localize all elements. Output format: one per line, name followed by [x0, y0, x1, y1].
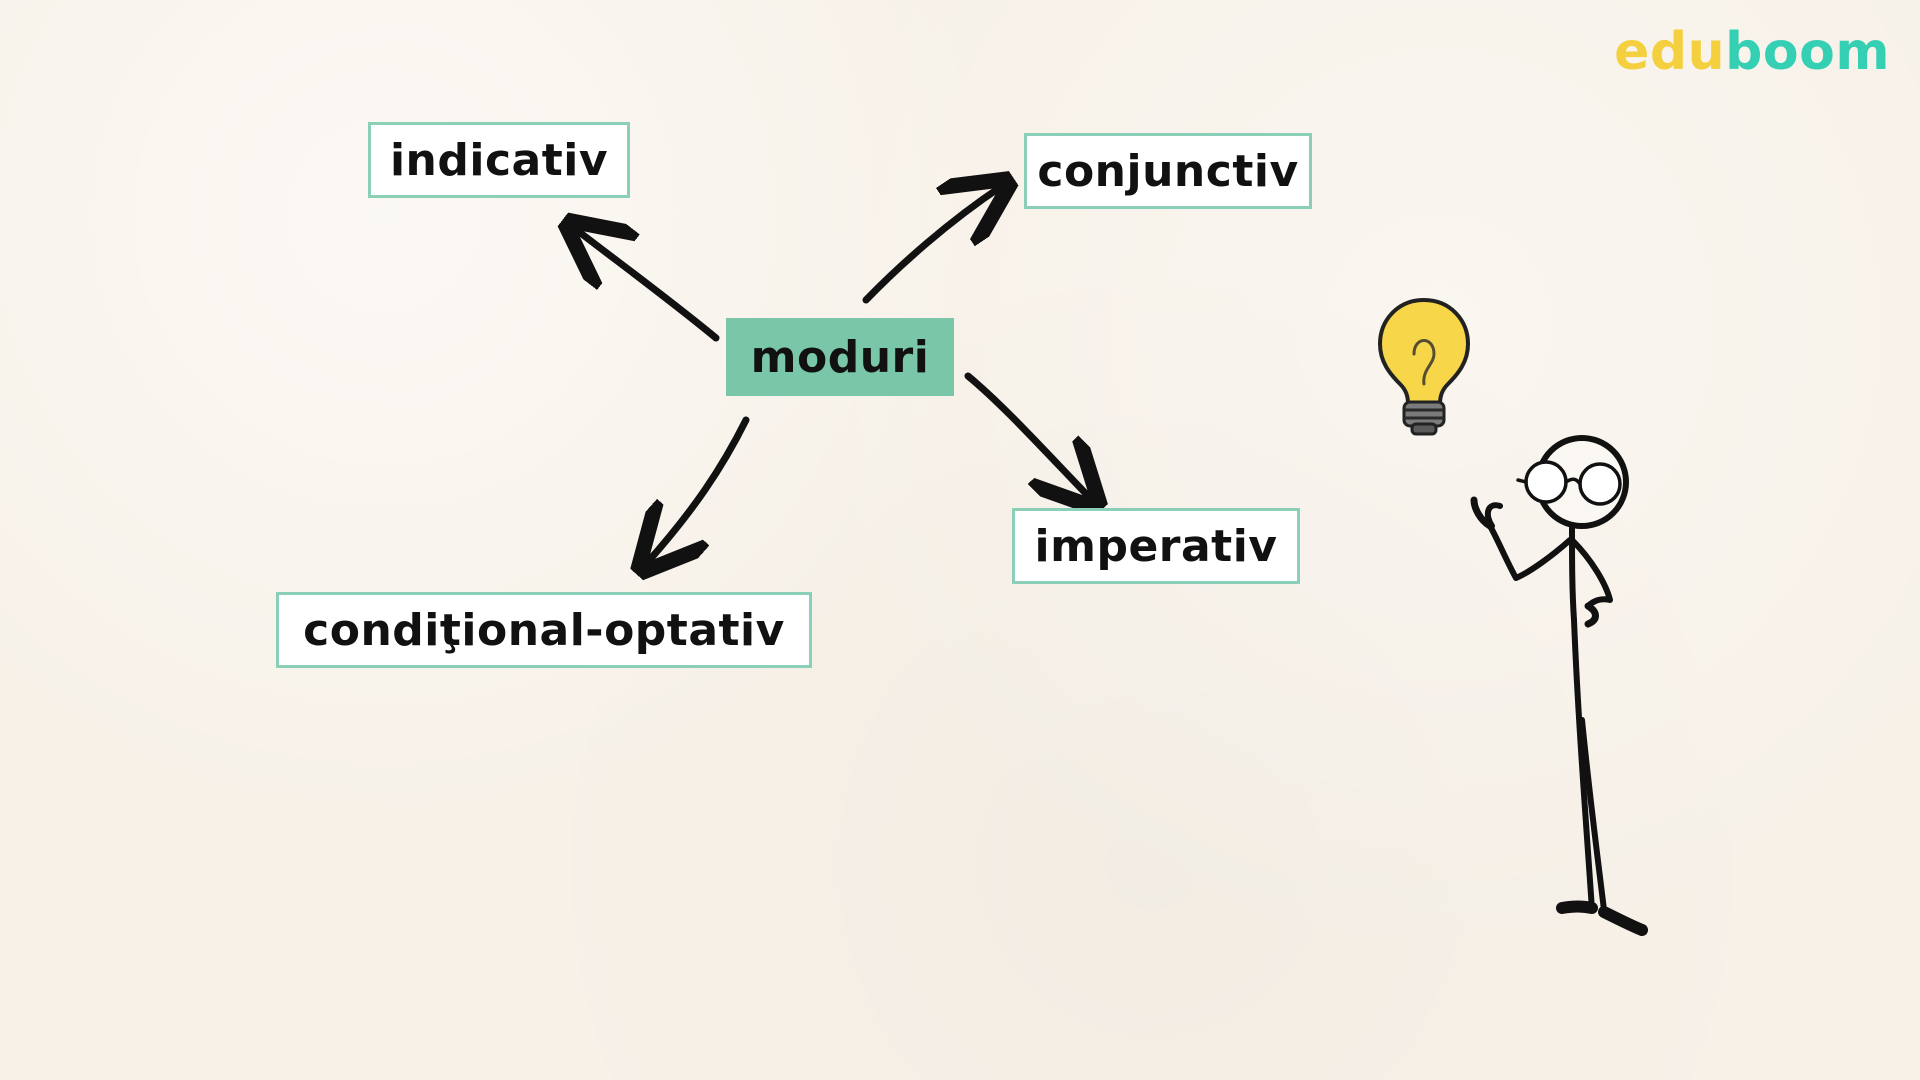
arrow-group	[574, 186, 1092, 564]
arrow-to-indicativ	[574, 228, 720, 342]
node-conjunctiv-label: conjunctiv	[1037, 145, 1299, 197]
node-moduri-label: moduri	[750, 331, 930, 383]
logo-part-boom: boom	[1725, 22, 1890, 82]
node-indicativ: indicativ	[368, 122, 630, 198]
left-foot	[1556, 900, 1598, 914]
node-imperativ: imperativ	[1012, 508, 1300, 584]
node-conjunctiv: conjunctiv	[1024, 133, 1312, 209]
eduboom-logo: eduboom	[1614, 22, 1890, 82]
glasses-icon	[1516, 460, 1622, 506]
lightbulb-icon	[1378, 298, 1470, 436]
node-conditional-optativ-label: condiţional-optativ	[303, 604, 785, 656]
logo-part-edu: edu	[1614, 22, 1726, 82]
node-conditional-optativ: condiţional-optativ	[276, 592, 812, 668]
node-imperativ-label: imperativ	[1034, 520, 1278, 572]
arrow-to-imperativ	[964, 372, 1092, 500]
node-indicativ-label: indicativ	[389, 134, 609, 186]
arrow-to-conditional	[646, 416, 750, 564]
node-moduri: moduri	[726, 318, 954, 396]
right-foot	[1598, 906, 1648, 936]
arrow-to-conjunctiv	[862, 186, 1002, 304]
stick-figure	[1470, 435, 1648, 936]
